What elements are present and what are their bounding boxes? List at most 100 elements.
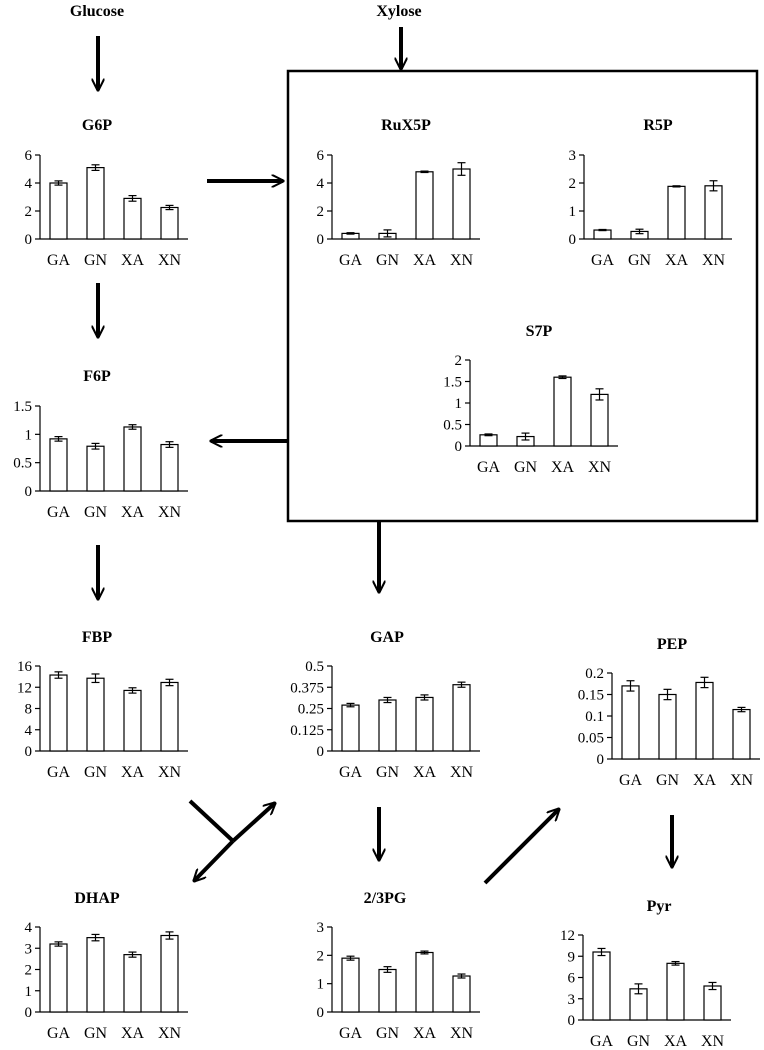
- bar-ga: [341, 704, 360, 752]
- bar-ga: [479, 434, 498, 447]
- bar-ga: [49, 943, 68, 1013]
- pentose-phosphate-box: [286, 69, 759, 523]
- bar-ga: [341, 957, 360, 1013]
- y-tick-label: 8: [25, 702, 33, 718]
- category-label: GN: [84, 504, 108, 521]
- chart-title: Pyr: [647, 898, 672, 915]
- category-label: XN: [450, 252, 474, 269]
- category-label: XN: [158, 252, 182, 269]
- bar-xa: [415, 951, 434, 1013]
- category-label: XN: [450, 764, 474, 781]
- category-label: XN: [158, 764, 182, 781]
- y-tick-label: 0: [25, 484, 33, 500]
- bar-ga: [621, 685, 640, 760]
- y-tick-label: 4: [317, 176, 325, 192]
- category-label: XA: [121, 764, 145, 781]
- category-label: XA: [121, 252, 145, 269]
- category-label: GA: [339, 764, 363, 781]
- y-tick-label: 0: [317, 1005, 325, 1021]
- category-label: GA: [339, 252, 363, 269]
- chart-title: G6P: [82, 117, 112, 134]
- bar-xa: [123, 954, 142, 1013]
- category-label: GN: [514, 459, 538, 476]
- bar-ga: [49, 438, 68, 492]
- y-tick-label: 3: [317, 920, 325, 936]
- y-tick-label: 0: [25, 1005, 33, 1021]
- y-tick-label: 0: [25, 744, 33, 760]
- category-label: XN: [158, 504, 182, 521]
- category-label: GN: [84, 252, 108, 269]
- chart-title: DHAP: [74, 890, 120, 907]
- category-label: XN: [730, 772, 754, 789]
- chart-title: RuX5P: [381, 117, 431, 134]
- y-tick-label: 0.2: [585, 666, 604, 682]
- bar-ga: [49, 182, 68, 240]
- y-tick-label: 2: [25, 204, 33, 220]
- y-tick-label: 1: [25, 427, 33, 443]
- category-label: GA: [47, 764, 71, 781]
- bar-xn: [590, 393, 609, 447]
- category-label: XA: [121, 1025, 145, 1042]
- category-label: GA: [47, 252, 71, 269]
- bar-xa: [123, 426, 142, 492]
- y-tick-label: 0.125: [290, 723, 324, 739]
- y-tick-label: 3: [568, 992, 576, 1008]
- y-tick-label: 0: [569, 232, 577, 248]
- y-tick-label: 4: [25, 723, 33, 739]
- y-tick-label: 0: [317, 744, 325, 760]
- y-tick-label: 3: [569, 148, 577, 164]
- bar-xa: [667, 185, 686, 240]
- category-label: XA: [665, 252, 689, 269]
- category-label: GN: [376, 764, 400, 781]
- y-tick-label: 0: [568, 1013, 576, 1029]
- chart-title: 2/3PG: [364, 890, 407, 907]
- y-tick-label: 0.5: [305, 659, 324, 675]
- bar-gn: [86, 167, 105, 240]
- y-tick-label: 1: [569, 204, 577, 220]
- bar-xn: [732, 708, 751, 760]
- y-tick-label: 0: [317, 232, 325, 248]
- bar-xa: [123, 197, 142, 240]
- category-label: XA: [413, 252, 437, 269]
- category-label: GA: [591, 252, 615, 269]
- y-tick-label: 4: [25, 920, 33, 936]
- category-label: XN: [702, 252, 726, 269]
- category-label: XN: [588, 459, 612, 476]
- bar-xa: [666, 962, 685, 1021]
- bar-xa: [695, 681, 714, 760]
- category-label: GA: [590, 1033, 614, 1050]
- bar-gn: [658, 693, 677, 760]
- y-tick-label: 16: [17, 659, 33, 675]
- y-tick-label: 0: [25, 232, 33, 248]
- arrow-fbp-to-dhap: [194, 839, 235, 881]
- y-tick-label: 12: [560, 928, 575, 944]
- category-label: GA: [47, 1025, 71, 1042]
- chart-title: GAP: [370, 629, 404, 646]
- y-tick-label: 1: [455, 396, 463, 412]
- y-tick-label: 3: [25, 941, 33, 957]
- bar-xn: [160, 206, 179, 240]
- y-tick-label: 0.5: [443, 418, 462, 434]
- bar-gn: [86, 445, 105, 492]
- category-label: GA: [339, 1025, 363, 1042]
- category-label: XA: [551, 459, 575, 476]
- y-tick-label: 1: [317, 977, 325, 993]
- y-tick-label: 2: [455, 353, 463, 369]
- y-tick-label: 4: [25, 176, 33, 192]
- category-label: GN: [628, 252, 652, 269]
- bar-xn: [452, 684, 471, 752]
- bar-ga: [592, 951, 611, 1021]
- category-label: XA: [664, 1033, 688, 1050]
- bar-xa: [553, 376, 572, 447]
- y-tick-label: 1: [25, 984, 33, 1000]
- bar-gn: [378, 968, 397, 1013]
- y-tick-label: 2: [25, 963, 33, 979]
- y-tick-label: 1.5: [443, 375, 462, 391]
- y-tick-label: 9: [568, 949, 576, 965]
- category-label: GN: [84, 1025, 108, 1042]
